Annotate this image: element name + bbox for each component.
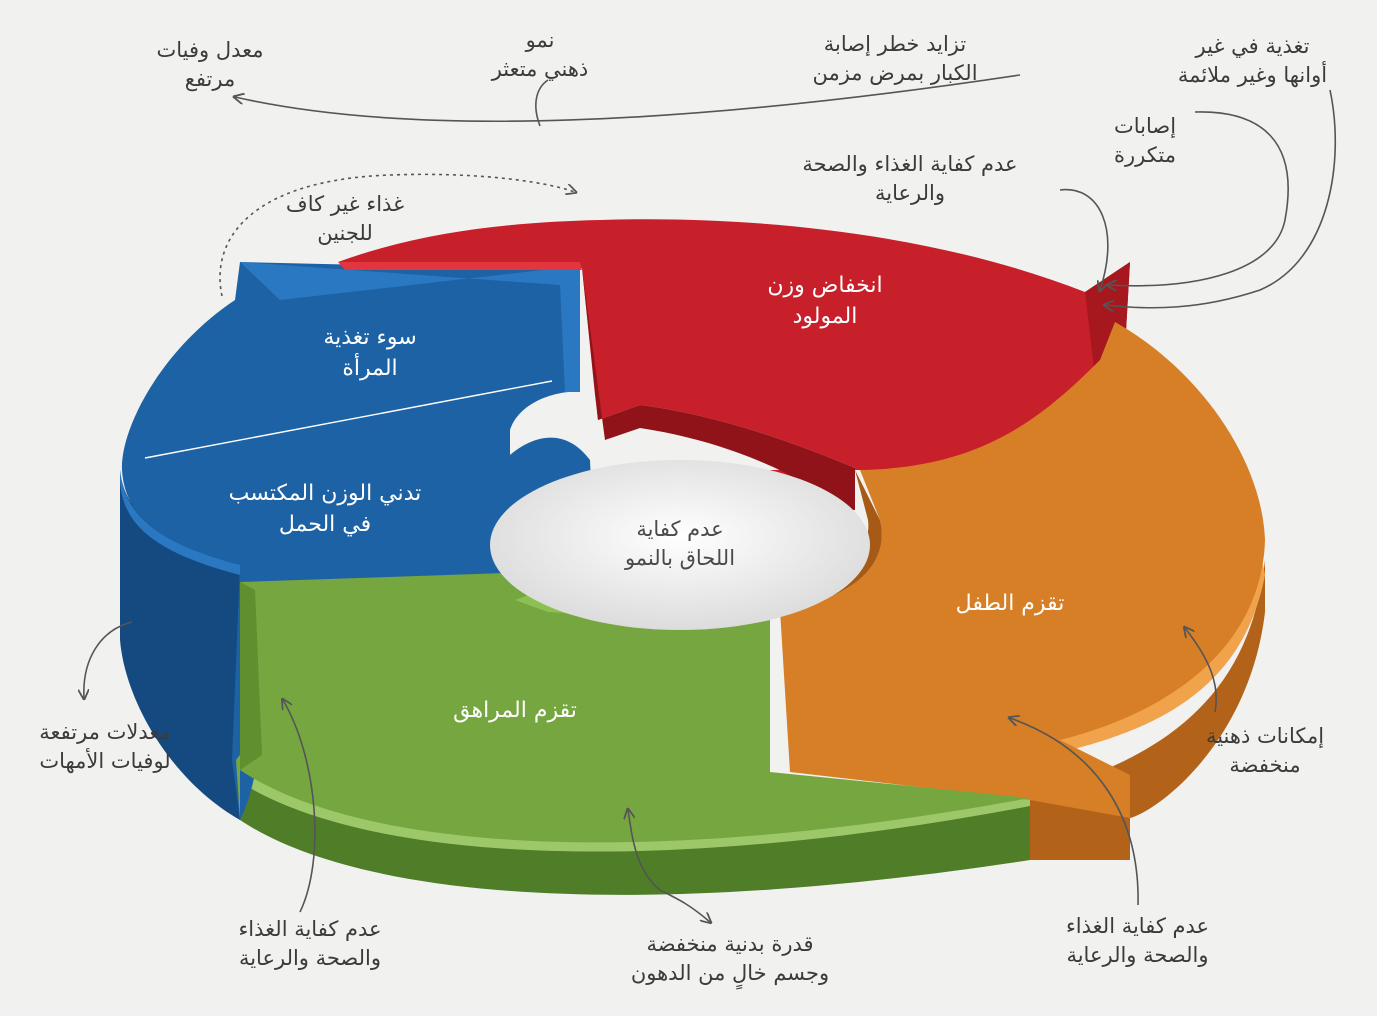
center-hole <box>490 460 870 630</box>
inadequate-fetal-nutrition-label: غذاء غير كاف للجنين <box>285 192 405 245</box>
inadequate-food-health-care-right-label: عدم كفاية الغذاء والصحة والرعاية <box>1065 914 1210 967</box>
inappropriate-feeding-label: تغذية في غير أوانها وغير ملائمة <box>1177 34 1328 87</box>
adolescent-stunting-label: تقزم المراهق <box>453 698 577 723</box>
chronic-disease-risk-label: تزايد خطر إصابة الكبار بمرض مزمن <box>812 32 978 85</box>
blue-divider-line <box>144 380 553 459</box>
orange-segment <box>780 322 1265 818</box>
child-stunting-label: تقزم الطفل <box>955 591 1065 616</box>
women-malnutrition-label: سوء تغذية المرأة <box>323 325 417 381</box>
green-segment-side <box>240 770 1030 895</box>
low-pregnancy-weight-gain-label: تدني الوزن المكتسب في الحمل <box>228 481 422 537</box>
red-segment <box>338 219 1130 510</box>
low-birth-weight-label: انخفاض وزن المولود <box>767 273 883 329</box>
low-mental-capacity-label: إمكانات ذهنية منخفضة <box>1205 724 1325 777</box>
low-physical-capacity-label: قدرة بدنية منخفضة وجسم خالٍ من الدهون <box>630 932 830 985</box>
maternal-mortality-label: معدلات مرتفعة لوفيات الأمهات <box>39 720 171 773</box>
green-segment <box>236 570 1030 843</box>
frequent-infections-label: إصابات متكررة <box>1113 114 1177 167</box>
impaired-mental-development-label: نمو ذهني متعثر <box>491 28 589 81</box>
inadequate-food-health-care-top-label: عدم كفاية الغذاء والصحة والرعاية <box>802 152 1018 205</box>
center-label: عدم كفاية اللحاق بالنمو <box>624 517 736 570</box>
inadequate-food-health-care-left-label: عدم كفاية الغذاء والصحة والرعاية <box>238 917 382 970</box>
high-mortality-label: معدل وفيات مرتفع <box>156 38 264 91</box>
